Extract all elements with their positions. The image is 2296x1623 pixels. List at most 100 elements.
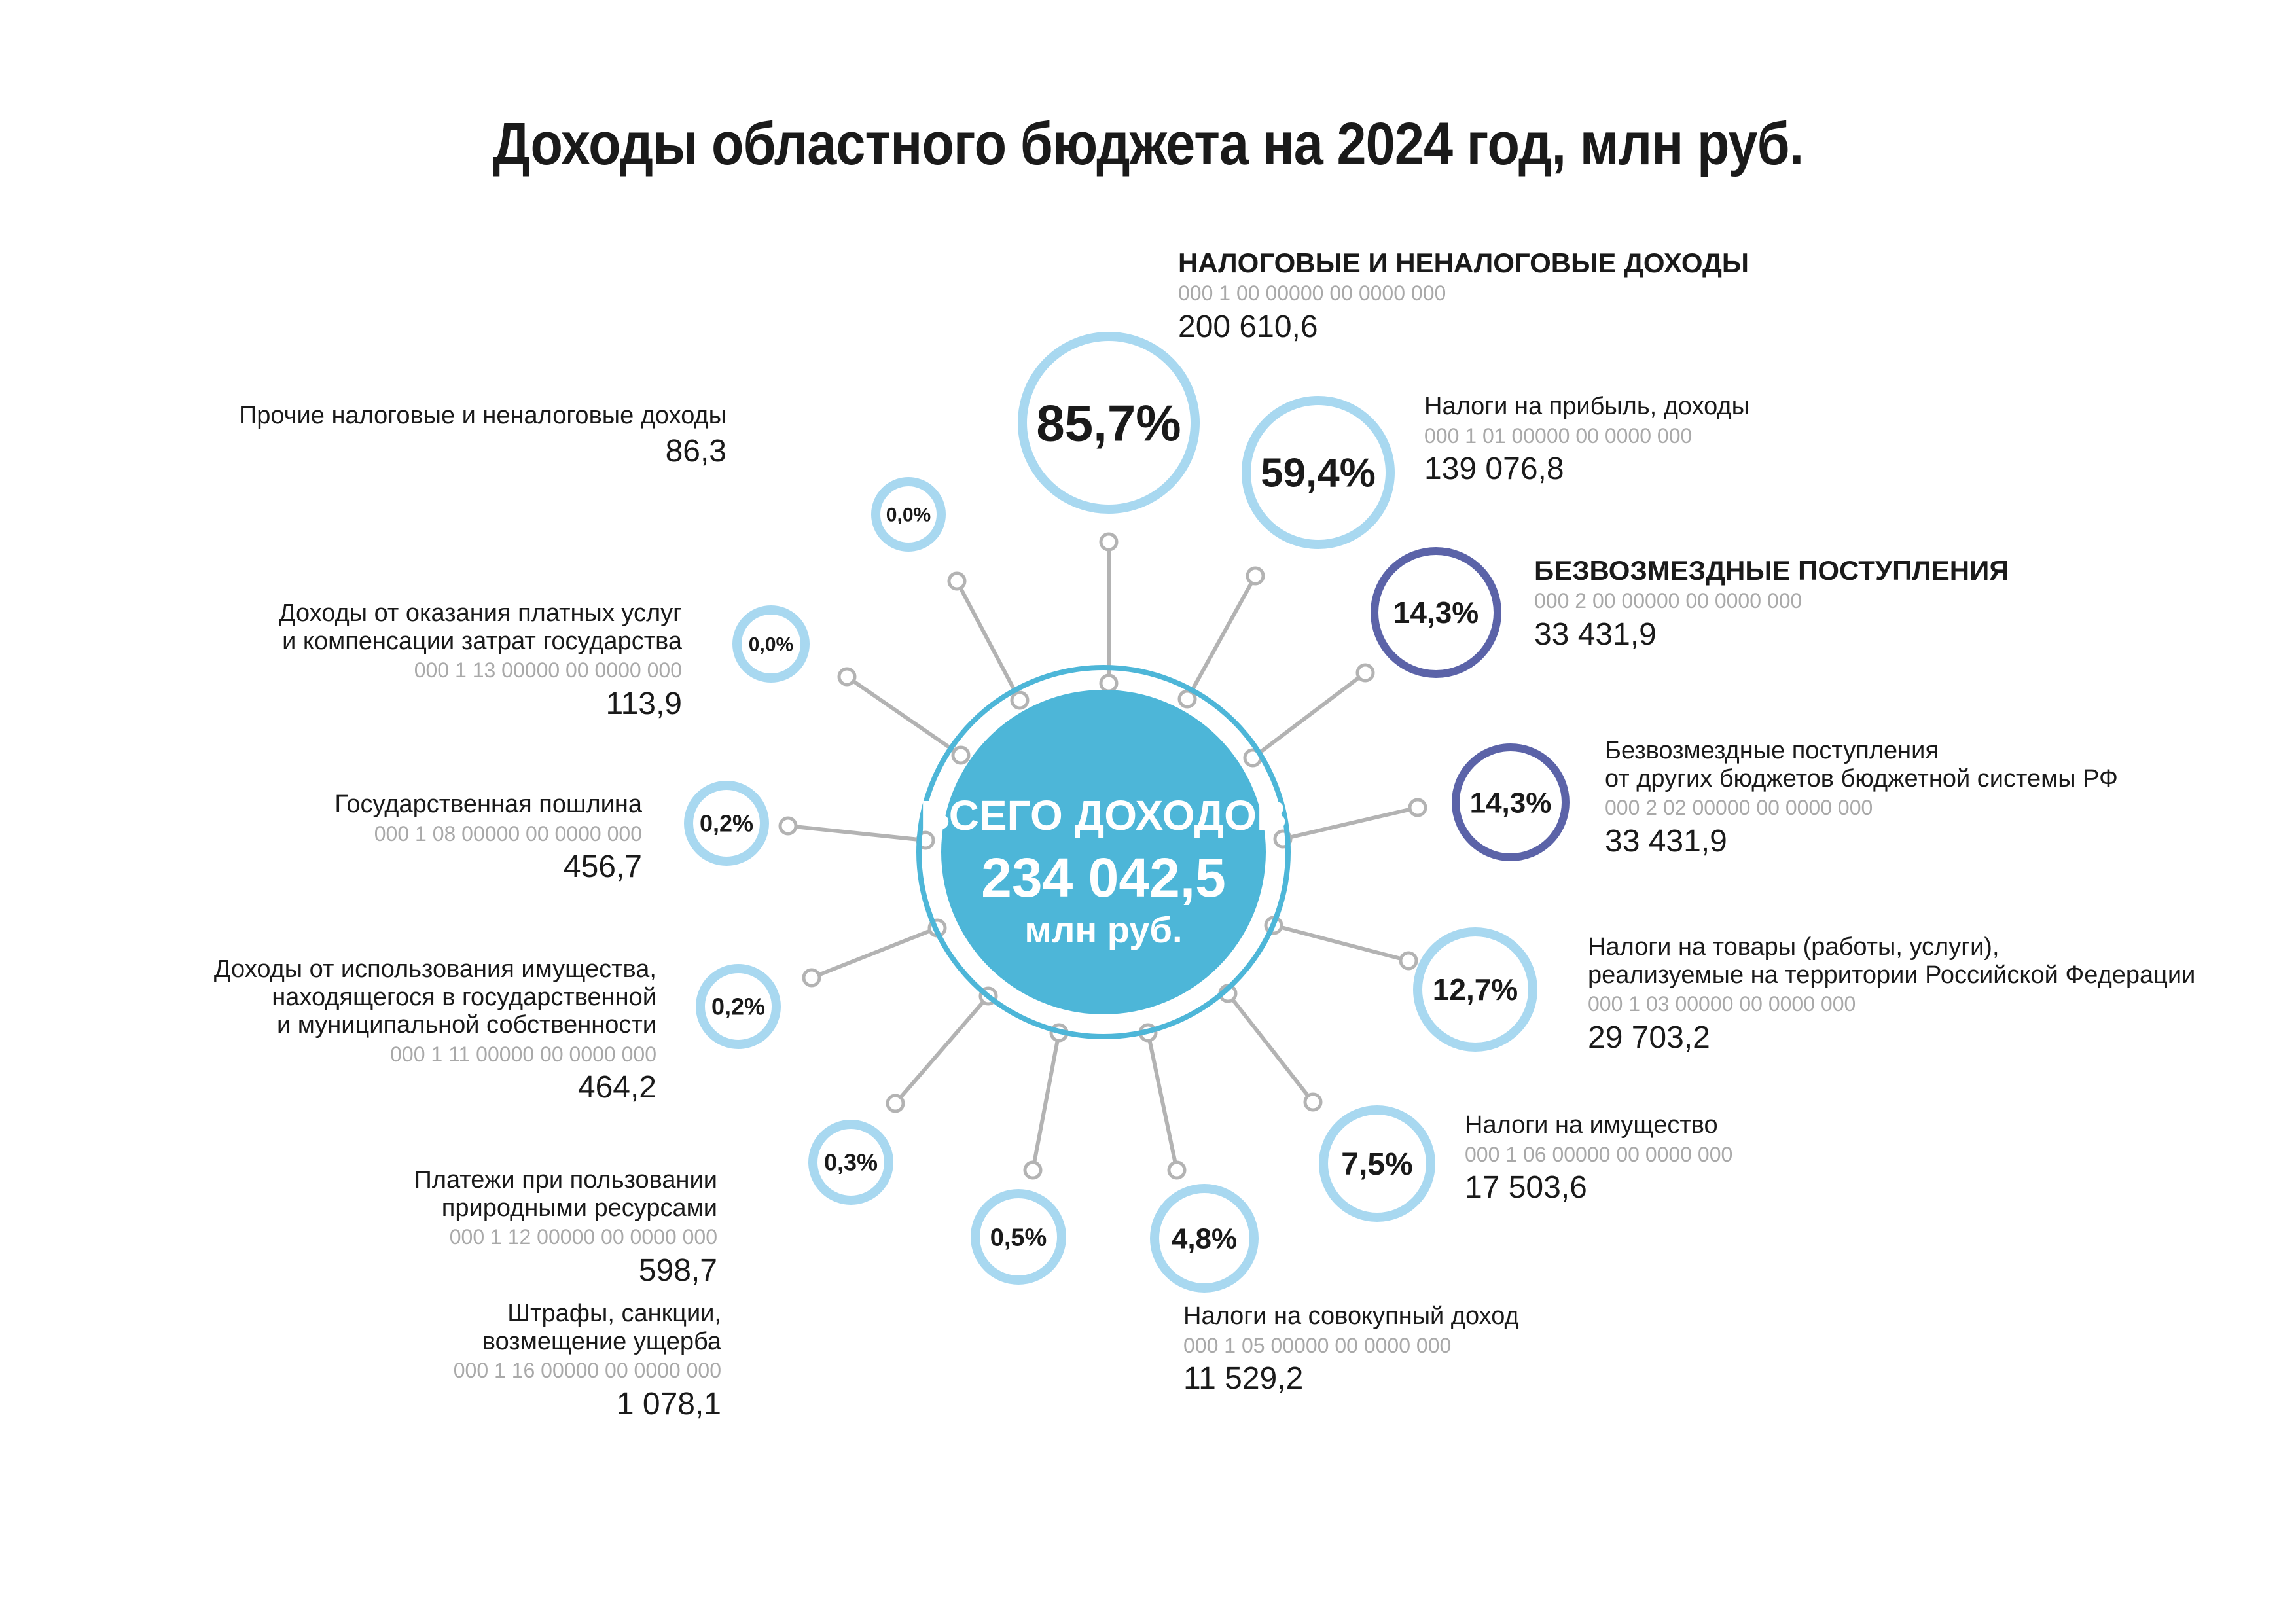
connector-node-gratuitous-outer — [1355, 663, 1375, 683]
connector-node-gratuitous-other-budgets-outer — [1408, 798, 1427, 817]
connector-node-tax-nontax-inner — [1099, 673, 1119, 693]
label-name: Платежи при пользовании природными ресур… — [414, 1166, 717, 1222]
bubble-percent-goods-tax: 12,7% — [1433, 972, 1518, 1007]
label-code: 000 1 16 00000 00 0000 000 — [453, 1359, 721, 1383]
label-state-duty: Государственная пошлина 000 1 08 00000 00… — [0, 791, 642, 885]
bubble-percent-tax-nontax: 85,7% — [1036, 394, 1181, 452]
connector-property-tax — [1226, 992, 1315, 1103]
bubbles: 85,7%59,4%14,3%14,3%12,7%7,5%4,8%0,5%0,3… — [684, 332, 1570, 1293]
connector-node-property-tax-outer — [1303, 1092, 1323, 1112]
connector-gratuitous-other-budgets — [1282, 806, 1418, 841]
connector-node-tax-nontax-outer — [1099, 532, 1119, 552]
label-name: Штрафы, санкции, возмещение ущерба — [482, 1300, 721, 1355]
label-name: Доходы от оказания платных услуг и компе… — [278, 599, 682, 655]
bubble-percent-other-tax-nontax: 0,0% — [886, 505, 931, 526]
label-value: 598,7 — [638, 1253, 717, 1288]
bubble-percent-paid-services: 0,0% — [749, 634, 793, 656]
label-fines: Штрафы, санкции, возмещение ущерба 000 1 … — [1, 1300, 721, 1422]
connector-node-natural-resources-outer — [886, 1094, 905, 1113]
label-value: 29 703,2 — [1588, 1020, 1710, 1055]
label-code: 000 2 00 00000 00 0000 000 — [1534, 589, 1803, 613]
label-goods-tax: Налоги на товары (работы, услуги), реали… — [1588, 933, 2278, 1056]
connector-node-fines-outer — [1023, 1160, 1043, 1180]
bubble-percent-property-tax: 7,5% — [1341, 1147, 1412, 1182]
connector-property-use — [810, 926, 939, 980]
label-natural-resources: Платежи при пользовании природными ресур… — [0, 1166, 717, 1289]
label-code: 000 1 08 00000 00 0000 000 — [374, 821, 642, 846]
label-value: 33 431,9 — [1605, 823, 1727, 859]
label-code: 000 1 13 00000 00 0000 000 — [414, 658, 682, 683]
label-code: 000 1 06 00000 00 0000 000 — [1465, 1142, 1733, 1166]
label-name: Доходы от использования имущества, наход… — [213, 955, 656, 1039]
label-property-tax: Налоги на имущество 000 1 06 00000 00 000… — [1465, 1111, 2185, 1205]
bubble-paid-services — [732, 605, 810, 683]
connector-node-other-tax-nontax-outer — [947, 571, 967, 591]
bubble-gratuitous — [1371, 547, 1501, 678]
label-name: Налоги на прибыль, доходы — [1424, 393, 1749, 420]
connector-node-state-duty-outer — [778, 816, 798, 836]
bubble-tax-nontax — [1018, 332, 1200, 514]
connector-node-paid-services-inner — [951, 745, 971, 765]
connector-node-aggregate-income-tax-outer — [1167, 1160, 1187, 1180]
connector-profit-tax — [1185, 575, 1257, 700]
label-property-use: Доходы от использования имущества, наход… — [0, 955, 656, 1105]
connector-goods-tax — [1273, 923, 1409, 963]
page-title: Доходы областного бюджета на 2024 год, м… — [492, 111, 1804, 177]
label-code: 000 1 12 00000 00 0000 000 — [449, 1225, 717, 1249]
label-name: Налоги на имущество — [1465, 1111, 1718, 1139]
connector-node-paid-services-outer — [837, 667, 857, 687]
connector-paid-services — [846, 675, 962, 757]
label-aggregate-income-tax: Налоги на совокупный доход 000 1 05 00000… — [1183, 1302, 1903, 1397]
connector-aggregate-income-tax — [1146, 1032, 1179, 1171]
label-name: Налоги на товары (работы, услуги), реали… — [1588, 933, 2196, 989]
label-paid-services: Доходы от оказания платных услуг и компе… — [0, 599, 682, 722]
label-value: 86,3 — [665, 433, 726, 469]
label-name: Безвозмездные поступления от других бюдж… — [1605, 737, 2118, 793]
label-code: 000 2 02 00000 00 0000 000 — [1605, 796, 1873, 820]
bubble-aggregate-income-tax — [1150, 1184, 1259, 1293]
bubble-percent-state-duty: 0,2% — [700, 810, 753, 837]
label-name: Государственная пошлина — [334, 791, 642, 818]
label-gratuitous-other-budgets: Безвозмездные поступления от других бюдж… — [1605, 737, 2278, 859]
connector-node-property-use-outer — [802, 968, 821, 988]
bubble-fines — [971, 1189, 1066, 1285]
label-value: 1 078,1 — [616, 1386, 721, 1421]
label-code: 000 1 05 00000 00 0000 000 — [1183, 1333, 1452, 1357]
connector-natural-resources — [893, 995, 990, 1105]
label-value: 17 503,6 — [1465, 1170, 1587, 1205]
connector-node-other-tax-nontax-inner — [1010, 690, 1030, 710]
label-gratuitous: БЕЗВОЗМЕЗДНЫЕ ПОСТУПЛЕНИЯ 000 2 00 00000 … — [1534, 555, 2254, 652]
center-title: ВСЕГО ДОХОДОВ — [920, 792, 1287, 839]
label-value: 456,7 — [563, 849, 642, 885]
label-value: 113,9 — [605, 686, 682, 721]
label-value: 33 431,9 — [1534, 616, 1657, 652]
bubble-property-use — [696, 964, 781, 1049]
label-name: НАЛОГОВЫЕ И НЕНАЛОГОВЫЕ ДОХОДЫ — [1178, 247, 1749, 278]
label-code: 000 1 11 00000 00 0000 000 — [390, 1042, 656, 1066]
bubble-gratuitous-other-budgets — [1452, 743, 1570, 861]
bubble-percent-gratuitous-other-budgets: 14,3% — [1470, 787, 1552, 819]
connector-other-tax-nontax — [955, 580, 1022, 702]
bubble-natural-resources — [808, 1120, 893, 1205]
center-circle: ВСЕГО ДОХОДОВ 234 042,5 млн руб. — [916, 665, 1291, 1039]
label-value: 200 610,6 — [1178, 309, 1318, 344]
connector-node-profit-tax-inner — [1177, 689, 1197, 709]
bubble-property-tax — [1319, 1105, 1435, 1222]
center-unit: млн руб. — [1024, 909, 1182, 950]
center-total-value: 234 042,5 — [981, 847, 1226, 908]
bubble-percent-property-use: 0,2% — [711, 993, 765, 1020]
label-value: 139 076,8 — [1424, 452, 1564, 487]
bubble-percent-aggregate-income-tax: 4,8% — [1172, 1222, 1237, 1255]
label-value: 11 529,2 — [1183, 1361, 1304, 1397]
label-code: 000 1 03 00000 00 0000 000 — [1588, 992, 1856, 1016]
connector-state-duty — [787, 824, 926, 842]
connector-fines — [1031, 1032, 1061, 1171]
bubble-percent-gratuitous: 14,3% — [1393, 596, 1479, 630]
label-name: БЕЗВОЗМЕЗДНЫЕ ПОСТУПЛЕНИЯ — [1534, 555, 2009, 586]
label-name: Прочие налоговые и неналоговые доходы — [238, 402, 726, 429]
label-name: Налоги на совокупный доход — [1183, 1302, 1519, 1330]
bubble-percent-profit-tax: 59,4% — [1261, 451, 1376, 496]
connector-gratuitous — [1251, 671, 1367, 760]
